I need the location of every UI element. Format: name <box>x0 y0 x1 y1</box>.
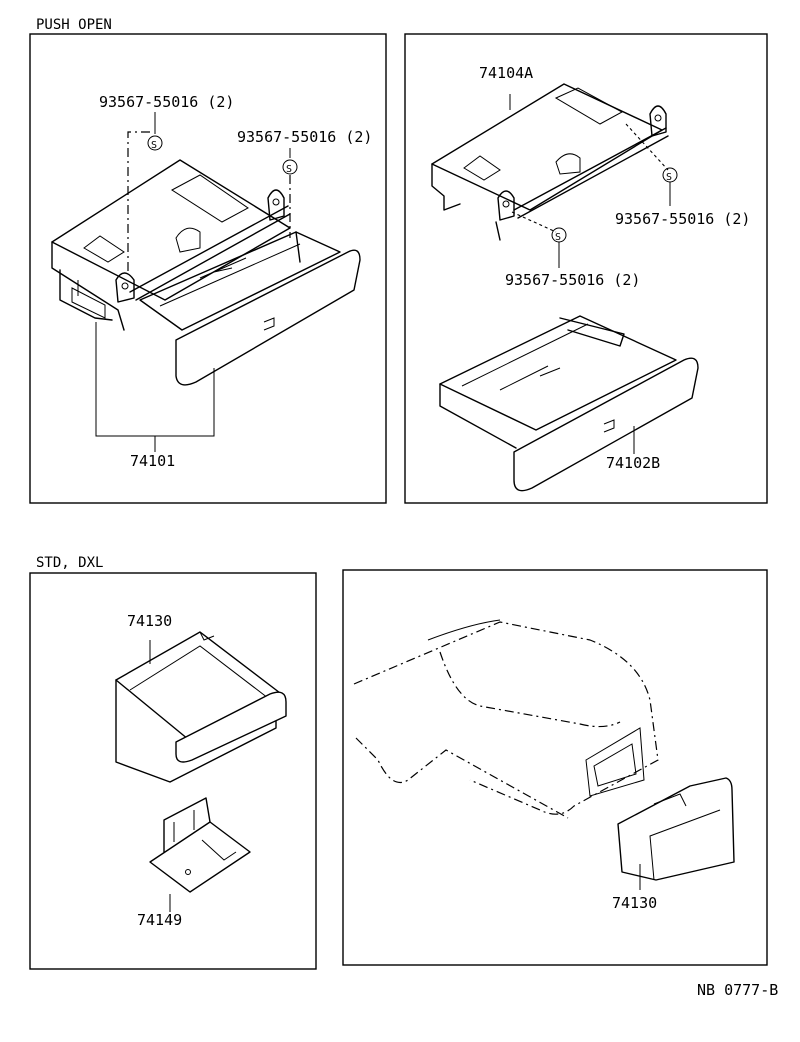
screw-symbol-icon <box>282 159 298 175</box>
panel-std-box-frame <box>29 572 317 970</box>
panel-exploded-frame <box>404 33 768 504</box>
tray-74102b-drawing <box>439 315 699 492</box>
part-number-74102b: 74102B <box>606 454 660 472</box>
bracket-74149-drawing <box>149 797 251 912</box>
part-number-screw-a-lower: 93567-55016 (2) <box>237 128 372 146</box>
drawing-code: NB 0777-B <box>697 981 778 999</box>
console-drawing <box>353 619 735 890</box>
screw-symbol-letter: S <box>286 164 292 175</box>
part-number-74101: 74101 <box>130 452 175 470</box>
part-number-screw-a-upper: 93567-55016 (2) <box>99 93 234 111</box>
section-label-push-open: PUSH OPEN <box>36 17 112 33</box>
part-number-screw-b-lower: 93567-55016 (2) <box>505 271 640 289</box>
screw-symbol-letter: S <box>666 172 672 183</box>
ash-tray-assembly-drawing <box>51 159 361 452</box>
screw-callouts-panel-2: S S <box>511 123 678 268</box>
part-number-74104a: 74104A <box>479 64 533 82</box>
part-number-74130-installed: 74130 <box>612 894 657 912</box>
screw-symbol-letter: S <box>151 140 157 151</box>
part-number-screw-b-right: 93567-55016 (2) <box>615 210 750 228</box>
part-number-74149: 74149 <box>137 911 182 929</box>
screw-symbol-letter: S <box>555 232 561 243</box>
section-label-std-dxl: STD, DXL <box>36 555 103 571</box>
screw-callouts-panel-1: S S <box>127 112 298 272</box>
housing-74104a-drawing <box>431 83 669 241</box>
panel-console-frame <box>342 569 768 966</box>
panel-assembly-frame <box>29 33 387 504</box>
std-box-74130-drawing <box>115 631 287 783</box>
screw-symbol-icon <box>147 135 163 151</box>
part-number-74130: 74130 <box>127 612 172 630</box>
